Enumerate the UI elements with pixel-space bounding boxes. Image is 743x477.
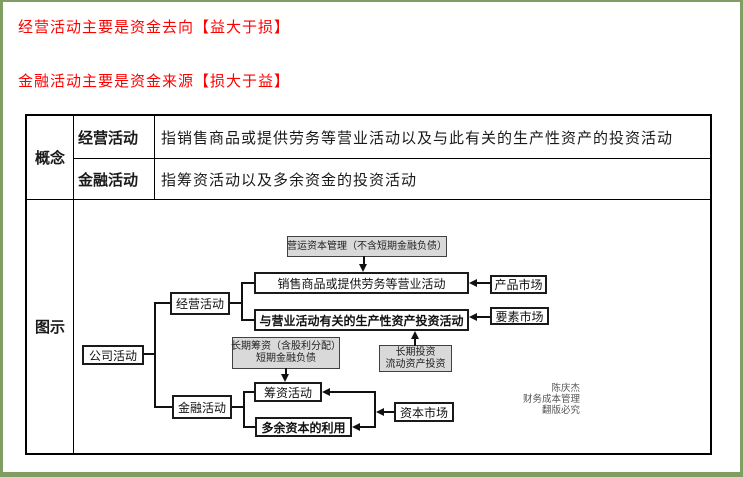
concept-header-cell: 概念 (27, 116, 74, 200)
term-financial-cell: 金融活动 (74, 159, 155, 200)
node-product-market: 产品市场 (490, 275, 547, 294)
connector-line (383, 411, 395, 413)
connector-line (241, 282, 243, 321)
term-operating-cell: 经营活动 (74, 116, 155, 159)
connector-line (241, 282, 254, 284)
diagram-header-cell: 图示 (27, 200, 74, 453)
flowchart-area: 公司活动 经营活动 金融活动 销售商品或提供劳务等营业活动 与营业活动有关的生产… (74, 200, 710, 453)
arrow-left-icon (469, 313, 477, 321)
watermark-line: 翻版必究 (541, 405, 580, 416)
watermark: 陈庆杰 财务成本管理 翻版必究 (454, 383, 580, 416)
note-longterm-investment-line1: 长期投资 (395, 346, 436, 358)
connector-line (230, 302, 243, 304)
node-capital-market: 资本市场 (394, 402, 454, 422)
connector-line (363, 256, 365, 266)
connector-line (243, 426, 255, 428)
page-border-top (0, 0, 743, 2)
node-productive-investment: 与营业活动有关的生产性资产投资活动 (254, 309, 469, 331)
connector-line (154, 302, 156, 408)
arrow-left-icon (469, 279, 477, 287)
node-factor-market: 要素市场 (490, 307, 549, 325)
connector-line (374, 391, 376, 428)
node-operating-activities: 经营活动 (170, 292, 230, 315)
connector-line (359, 426, 375, 428)
connector-line (414, 338, 416, 346)
watermark-line: 陈庆杰 (551, 383, 580, 394)
watermark-line: 财务成本管理 (522, 394, 580, 405)
note-longterm-investment: 长期投资 流动资产投资 (379, 345, 452, 372)
node-company-activities: 公司活动 (82, 345, 144, 365)
arrow-up-icon (411, 331, 419, 339)
connector-line (476, 282, 490, 284)
connector-line (232, 406, 245, 408)
page-border-left (0, 0, 3, 477)
node-surplus-capital-use: 多余资本的利用 (255, 417, 352, 437)
arrow-left-icon (376, 408, 384, 416)
arrow-down-icon (359, 264, 367, 272)
node-financial-activities: 金融活动 (172, 395, 232, 419)
node-sales-activities: 销售商品或提供劳务等营业活动 (254, 272, 469, 294)
node-fundraising-activities: 筹资活动 (254, 382, 322, 402)
connector-line (243, 391, 254, 393)
note-longterm-investment-line2: 流动资产投资 (385, 358, 446, 370)
arrow-left-icon (322, 388, 330, 396)
connector-line (285, 368, 287, 376)
red-heading-financial: 金融活动主要是资金来源【损大于益】 (18, 73, 291, 90)
note-working-capital-text: 营运资本管理（不含短期金融负债） (287, 240, 447, 252)
concept-table: 概念 经营活动 指销售商品或提供劳务等营业活动以及与此有关的生产性资产的投资活动… (25, 114, 712, 455)
connector-line (241, 319, 254, 321)
note-working-capital-management: 营运资本管理（不含短期金融负债） (287, 236, 447, 257)
note-longterm-financing-line2: 短期金融负债 (256, 353, 316, 364)
arrow-left-icon (352, 423, 360, 431)
connector-line (154, 302, 170, 304)
connector-line (144, 353, 155, 355)
connector-line (154, 406, 172, 408)
red-heading-operating: 经营活动主要是资金去向【益大于损】 (18, 19, 291, 36)
page-border-bottom (0, 472, 743, 477)
connector-line (243, 391, 245, 428)
note-longterm-financing-line1: 长期筹资（含股利分配） (231, 341, 341, 352)
connector-line (476, 316, 490, 318)
note-longterm-financing: 长期筹资（含股利分配） 短期金融负债 (231, 337, 341, 369)
definition-financial-cell: 指筹资活动以及多余资金的投资活动 (155, 159, 710, 200)
connector-line (329, 391, 375, 393)
definition-operating-cell: 指销售商品或提供劳务等营业活动以及与此有关的生产性资产的投资活动 (155, 116, 710, 159)
page-border-right (740, 0, 743, 477)
arrow-down-icon (281, 374, 289, 382)
